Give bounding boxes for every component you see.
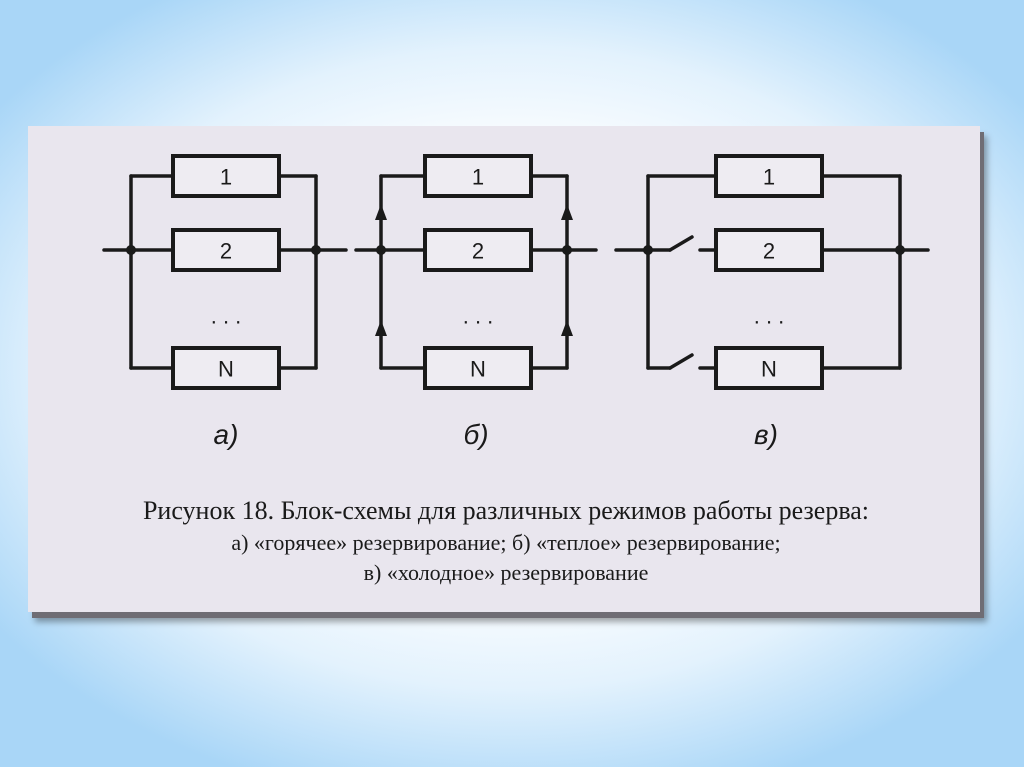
diagram-v-block-1 [714,154,824,198]
diagram-b-arrow-1 [375,320,387,336]
diagram-v-switch-contact-2 [668,353,694,370]
diagram-a-junction-left [126,245,136,255]
diagram-a-block-n [171,346,281,390]
caption-line-2: а) «горячее» резервирование; б) «теплое»… [231,530,781,555]
diagram-a-block-label-1: 2 [220,239,232,264]
diagram-v-junction-left [643,245,653,255]
caption-title: Рисунок 18. Блок-схемы для различных реж… [142,496,870,525]
diagram-a-block-2 [171,228,281,272]
diagram-a-junction-right [311,245,321,255]
diagram-v-block-label-0: 1 [763,165,775,190]
diagram-v-block-n [714,346,824,390]
diagram-v-block-label-2: N [761,357,777,382]
diagram-v-switch-contact-1 [668,235,694,252]
diagram-b-arrow-3 [561,320,573,336]
diagram-v-sublabel: в) [754,419,778,450]
diagram-b-block-1 [423,154,533,198]
diagram-b-junction-left [376,245,386,255]
diagram-a-ellipsis: . . . [211,304,242,329]
diagram-v-ellipsis: . . . [754,304,785,329]
diagram-b-block-label-2: N [470,357,486,382]
figure-caption: Рисунок 18. Блок-схемы для различных реж… [56,494,956,588]
diagram-b-arrow-2 [561,204,573,220]
diagram-v-block-label-1: 2 [763,239,775,264]
diagram-b-block-label-1: 2 [472,239,484,264]
diagram-b-block-n [423,346,533,390]
diagram-a-block-label-2: N [218,357,234,382]
diagram-a-block-label-0: 1 [220,165,232,190]
diagram-b-block-2 [423,228,533,272]
diagram-b-arrow-0 [375,204,387,220]
diagram-b-junction-right [562,245,572,255]
diagram-v-junction-right [895,245,905,255]
diagram-b-ellipsis: . . . [463,304,494,329]
caption-line-3: в) «холодное» резервирование [363,560,649,585]
diagram-v-block-2 [714,228,824,272]
diagram-b-block-label-0: 1 [472,165,484,190]
diagram-b-sublabel: б) [463,419,488,450]
block-diagrams: 1 2N . . . а) 1 2N . . . б) 1 2N . . . в) [102,154,930,450]
diagram-a-sublabel: а) [214,419,239,450]
diagram-a-block-1 [171,154,281,198]
